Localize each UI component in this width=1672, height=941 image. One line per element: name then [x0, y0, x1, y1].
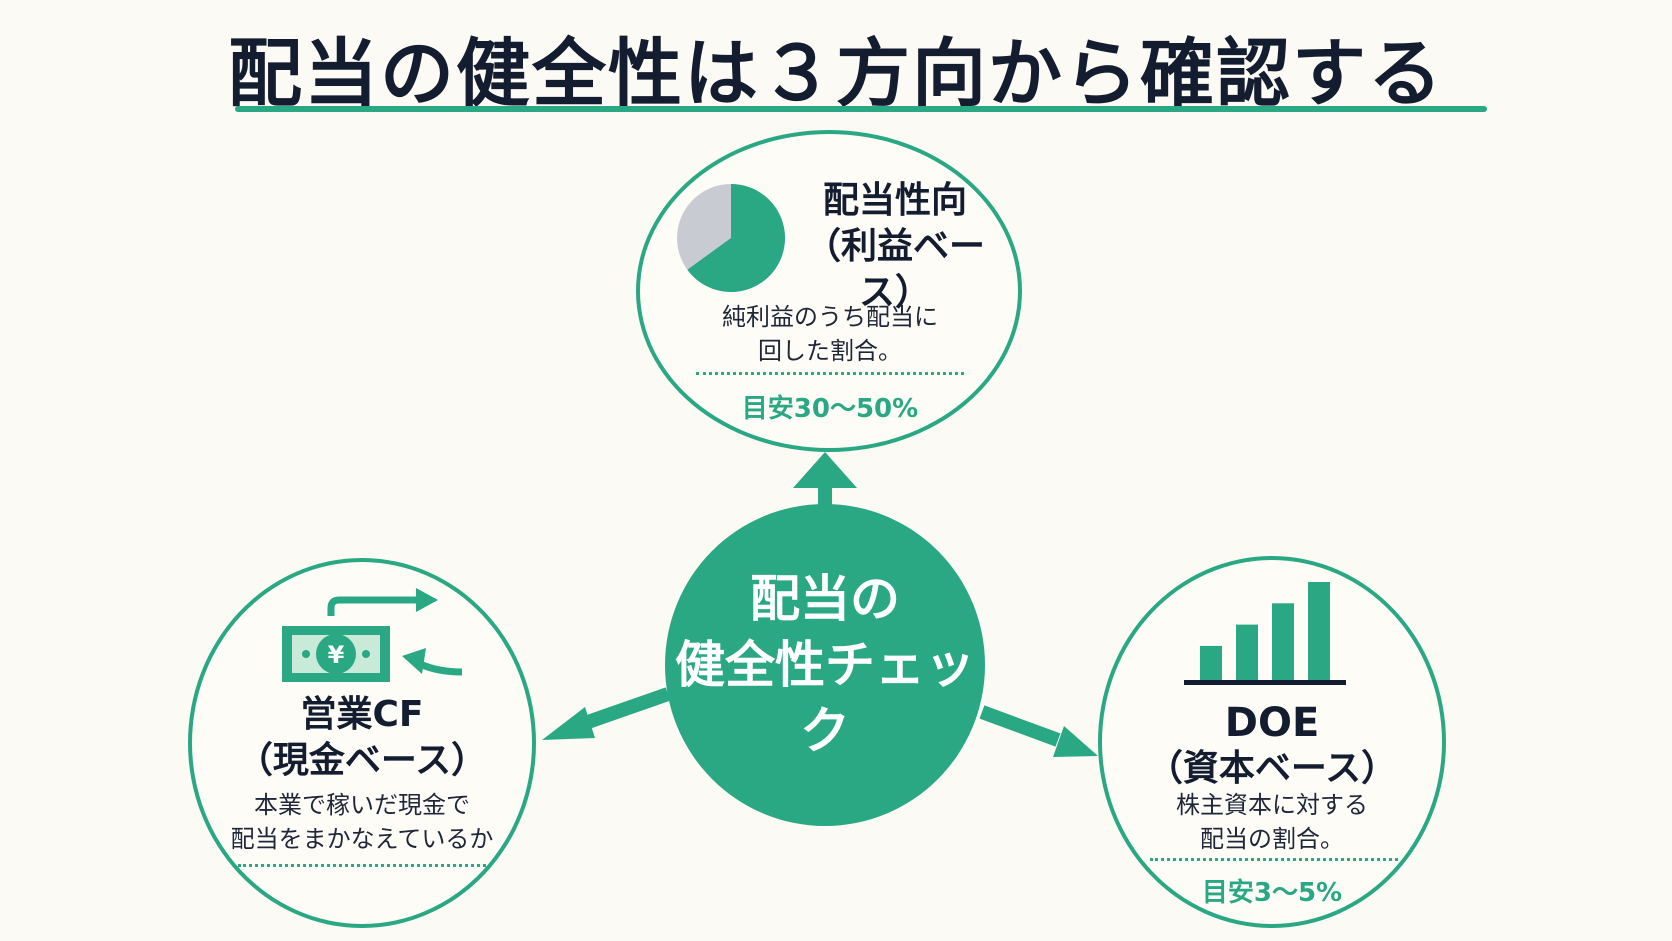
doe-guide: 目安3〜5% [1201, 878, 1343, 908]
hub-label-line1: 配当の [750, 570, 900, 628]
payout-ratio-title-line1: 配当性向 [822, 180, 967, 221]
operating-cf-desc-line2: 配当をまかなえているか [230, 825, 494, 853]
operating-cf-title-line2: （現金ベース） [236, 740, 488, 781]
bar-2 [1236, 624, 1258, 680]
outflow-arrow-head [416, 588, 438, 612]
operating-cf-desc-line1: 本業で稼いだ現金で [254, 791, 470, 819]
arrow-left-head [542, 707, 595, 740]
cash-flow-icon: ¥ [282, 588, 463, 682]
title-underline [235, 106, 1487, 112]
payout-ratio-desc-line2: 回した割合。 [758, 337, 902, 365]
arrow-right-head [1053, 726, 1098, 757]
operating-cf-divider [238, 864, 486, 867]
payout-ratio-divider [696, 372, 964, 375]
payout-ratio-title-line2: （利益ベース） [804, 226, 985, 313]
payout-ratio-description: 純利益のうち配当に 回した割合。 [660, 300, 1000, 368]
hub-label-line2: 健全性チェック [675, 636, 975, 760]
arrow-up-head [793, 452, 857, 488]
doe-title-line1: DOE [1224, 700, 1320, 746]
inflow-arrow-icon [418, 660, 463, 676]
doe-divider [1150, 858, 1398, 861]
doe-title-line2: （資本ベース） [1146, 748, 1398, 789]
payout-ratio-desc-line1: 純利益のうち配当に [722, 303, 938, 331]
operating-cf-title-line1: 営業CF [300, 694, 424, 735]
bar-4 [1308, 582, 1330, 680]
bar-chart-bars [1200, 582, 1330, 680]
doe-desc-line1: 株主資本に対する [1176, 791, 1368, 819]
bar-chart-icon [1184, 582, 1346, 685]
bar-3 [1272, 603, 1294, 680]
yen-symbol: ¥ [328, 641, 345, 669]
payout-ratio-title: 配当性向 （利益ベース） [790, 178, 1000, 316]
inflow-arrow-head [402, 648, 426, 674]
arrow-right-shaft [979, 705, 1061, 747]
doe-title: DOE （資本ベース） [1120, 700, 1424, 792]
page-title: 配当の健全性は３方向から確認する [228, 31, 1444, 117]
bar-1 [1200, 645, 1222, 680]
pie-chart-icon [677, 184, 785, 292]
operating-cf-title: 営業CF （現金ベース） [210, 692, 514, 784]
outflow-arrow-icon [327, 596, 418, 616]
payout-ratio-guide: 目安30〜50% [741, 394, 919, 424]
operating-cf-description: 本業で稼いだ現金で 配当をまかなえているか [200, 788, 524, 856]
pie-slice-payout [687, 184, 785, 292]
arrow-left-shaft [585, 687, 671, 729]
bar-chart-baseline [1184, 680, 1346, 685]
payout-ratio-node [636, 130, 1022, 452]
dividend-health-check-hub: 配当の 健全性チェック [665, 504, 985, 826]
doe-description: 株主資本に対する 配当の割合。 [1110, 788, 1434, 856]
doe-desc-line2: 配当の割合。 [1200, 825, 1344, 853]
